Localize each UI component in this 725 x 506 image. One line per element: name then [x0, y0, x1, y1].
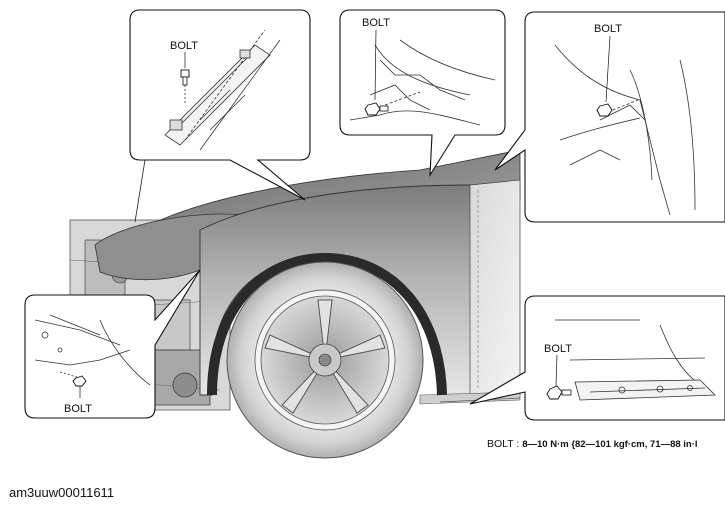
vehicle-front: [69, 149, 521, 459]
front-wheel: [226, 261, 424, 459]
callout-top-left: BOLT: [129, 9, 311, 223]
callout-bottom-left: BOLT: [24, 269, 201, 419]
bolt-icon: [546, 385, 572, 400]
bolt-label: BOLT: [170, 40, 198, 52]
bolt-icon: [180, 69, 190, 105]
fender-rear-mount-detail: [349, 39, 496, 126]
bolt-icon: [596, 103, 613, 117]
bolt-icon: [364, 102, 389, 116]
torque-spec: BOLT : 8—10 N·m {82—101 kgf·cm, 71—88 in…: [487, 438, 698, 450]
bolt-label: BOLT: [544, 343, 572, 355]
callout-top-right: BOLT: [494, 11, 725, 223]
door-hinge-area-detail: [554, 44, 696, 216]
bolt-label: BOLT: [594, 23, 622, 35]
fender-lower-front-detail: [34, 314, 151, 386]
figure-id: am3uuw00011611: [9, 485, 115, 500]
wheel-arch: [207, 252, 447, 396]
front-door: [469, 179, 521, 396]
callout-top-center: BOLT: [339, 9, 506, 178]
bolt-icon: [72, 375, 87, 387]
callout-bubble: [494, 11, 725, 223]
torque-spec-prefix: BOLT :: [487, 438, 523, 450]
callout-bottom-right: BOLT: [469, 295, 725, 421]
fender-bracket-detail: [164, 29, 281, 151]
callout-bubble: [339, 9, 506, 178]
sill-mount-detail: [555, 319, 716, 401]
bolt-label: BOLT: [64, 403, 92, 415]
torque-spec-value: 8—10 N·m {82—101 kgf·cm, 71—88 in·l: [522, 439, 698, 450]
bolt-label: BOLT: [362, 17, 390, 29]
